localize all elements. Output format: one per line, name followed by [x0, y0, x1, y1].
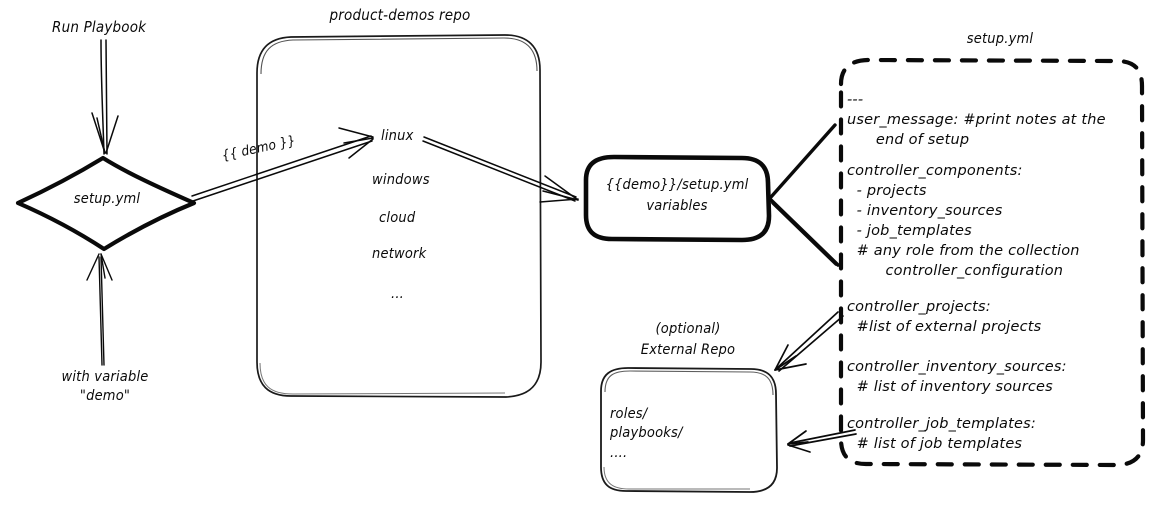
label-with-variable: with variable: [61, 369, 149, 385]
arrow-projects-to-external-repo: [774, 311, 844, 372]
arrow-jobtemplates-to-external-repo: [787, 429, 857, 453]
external-repo-line-ellipsis: ....: [610, 445, 628, 461]
label-run-playbook: Run Playbook: [52, 18, 147, 36]
label-with-variable-value: "demo": [79, 388, 131, 404]
repo-item-network[interactable]: network: [372, 246, 427, 262]
external-repo-line-roles: roles/: [610, 406, 648, 422]
node-label-setup-yml: setup.yml: [73, 191, 141, 207]
node-label-variables-line1: {{demo}}/setup.yml: [605, 177, 749, 193]
repo-item-cloud[interactable]: cloud: [379, 210, 416, 226]
setup-yml-block-controller-projects: controller_projects: #list of external p…: [847, 299, 1042, 335]
setup-yml-block-header: --- user_message: #print notes at the en…: [847, 92, 1106, 148]
setup-yml-block-controller-inventory-sources: controller_inventory_sources: # list of …: [847, 359, 1067, 395]
repo-item-ellipsis: ...: [391, 286, 405, 302]
label-external-repo-note: (optional): [655, 321, 721, 337]
edge-label-demo-variable: {{ demo }}: [220, 132, 298, 165]
label-external-repo-title: External Repo: [640, 342, 736, 358]
setup-yml-block-controller-components: controller_components: - projects - inve…: [847, 163, 1080, 279]
external-repo-line-playbooks: playbooks/: [610, 425, 683, 441]
setup-yml-block-controller-job-templates: controller_job_templates: # list of job …: [847, 416, 1036, 452]
arrow-run-playbook-to-setup: [91, 39, 119, 155]
node-label-variables-line2: variables: [646, 198, 708, 214]
arrow-with-variable-to-setup: [86, 253, 113, 366]
label-setup-yml-file-title: setup.yml: [966, 31, 1034, 47]
label-product-demos-repo-title: product-demos repo: [329, 6, 471, 24]
arrow-setupfile-top-to-variables: [769, 123, 837, 199]
repo-item-windows[interactable]: windows: [372, 172, 430, 188]
arrow-linux-to-variables: [422, 136, 579, 203]
repo-item-linux[interactable]: linux: [381, 128, 414, 144]
arrow-setupfile-bottom-to-variables: [769, 198, 840, 267]
